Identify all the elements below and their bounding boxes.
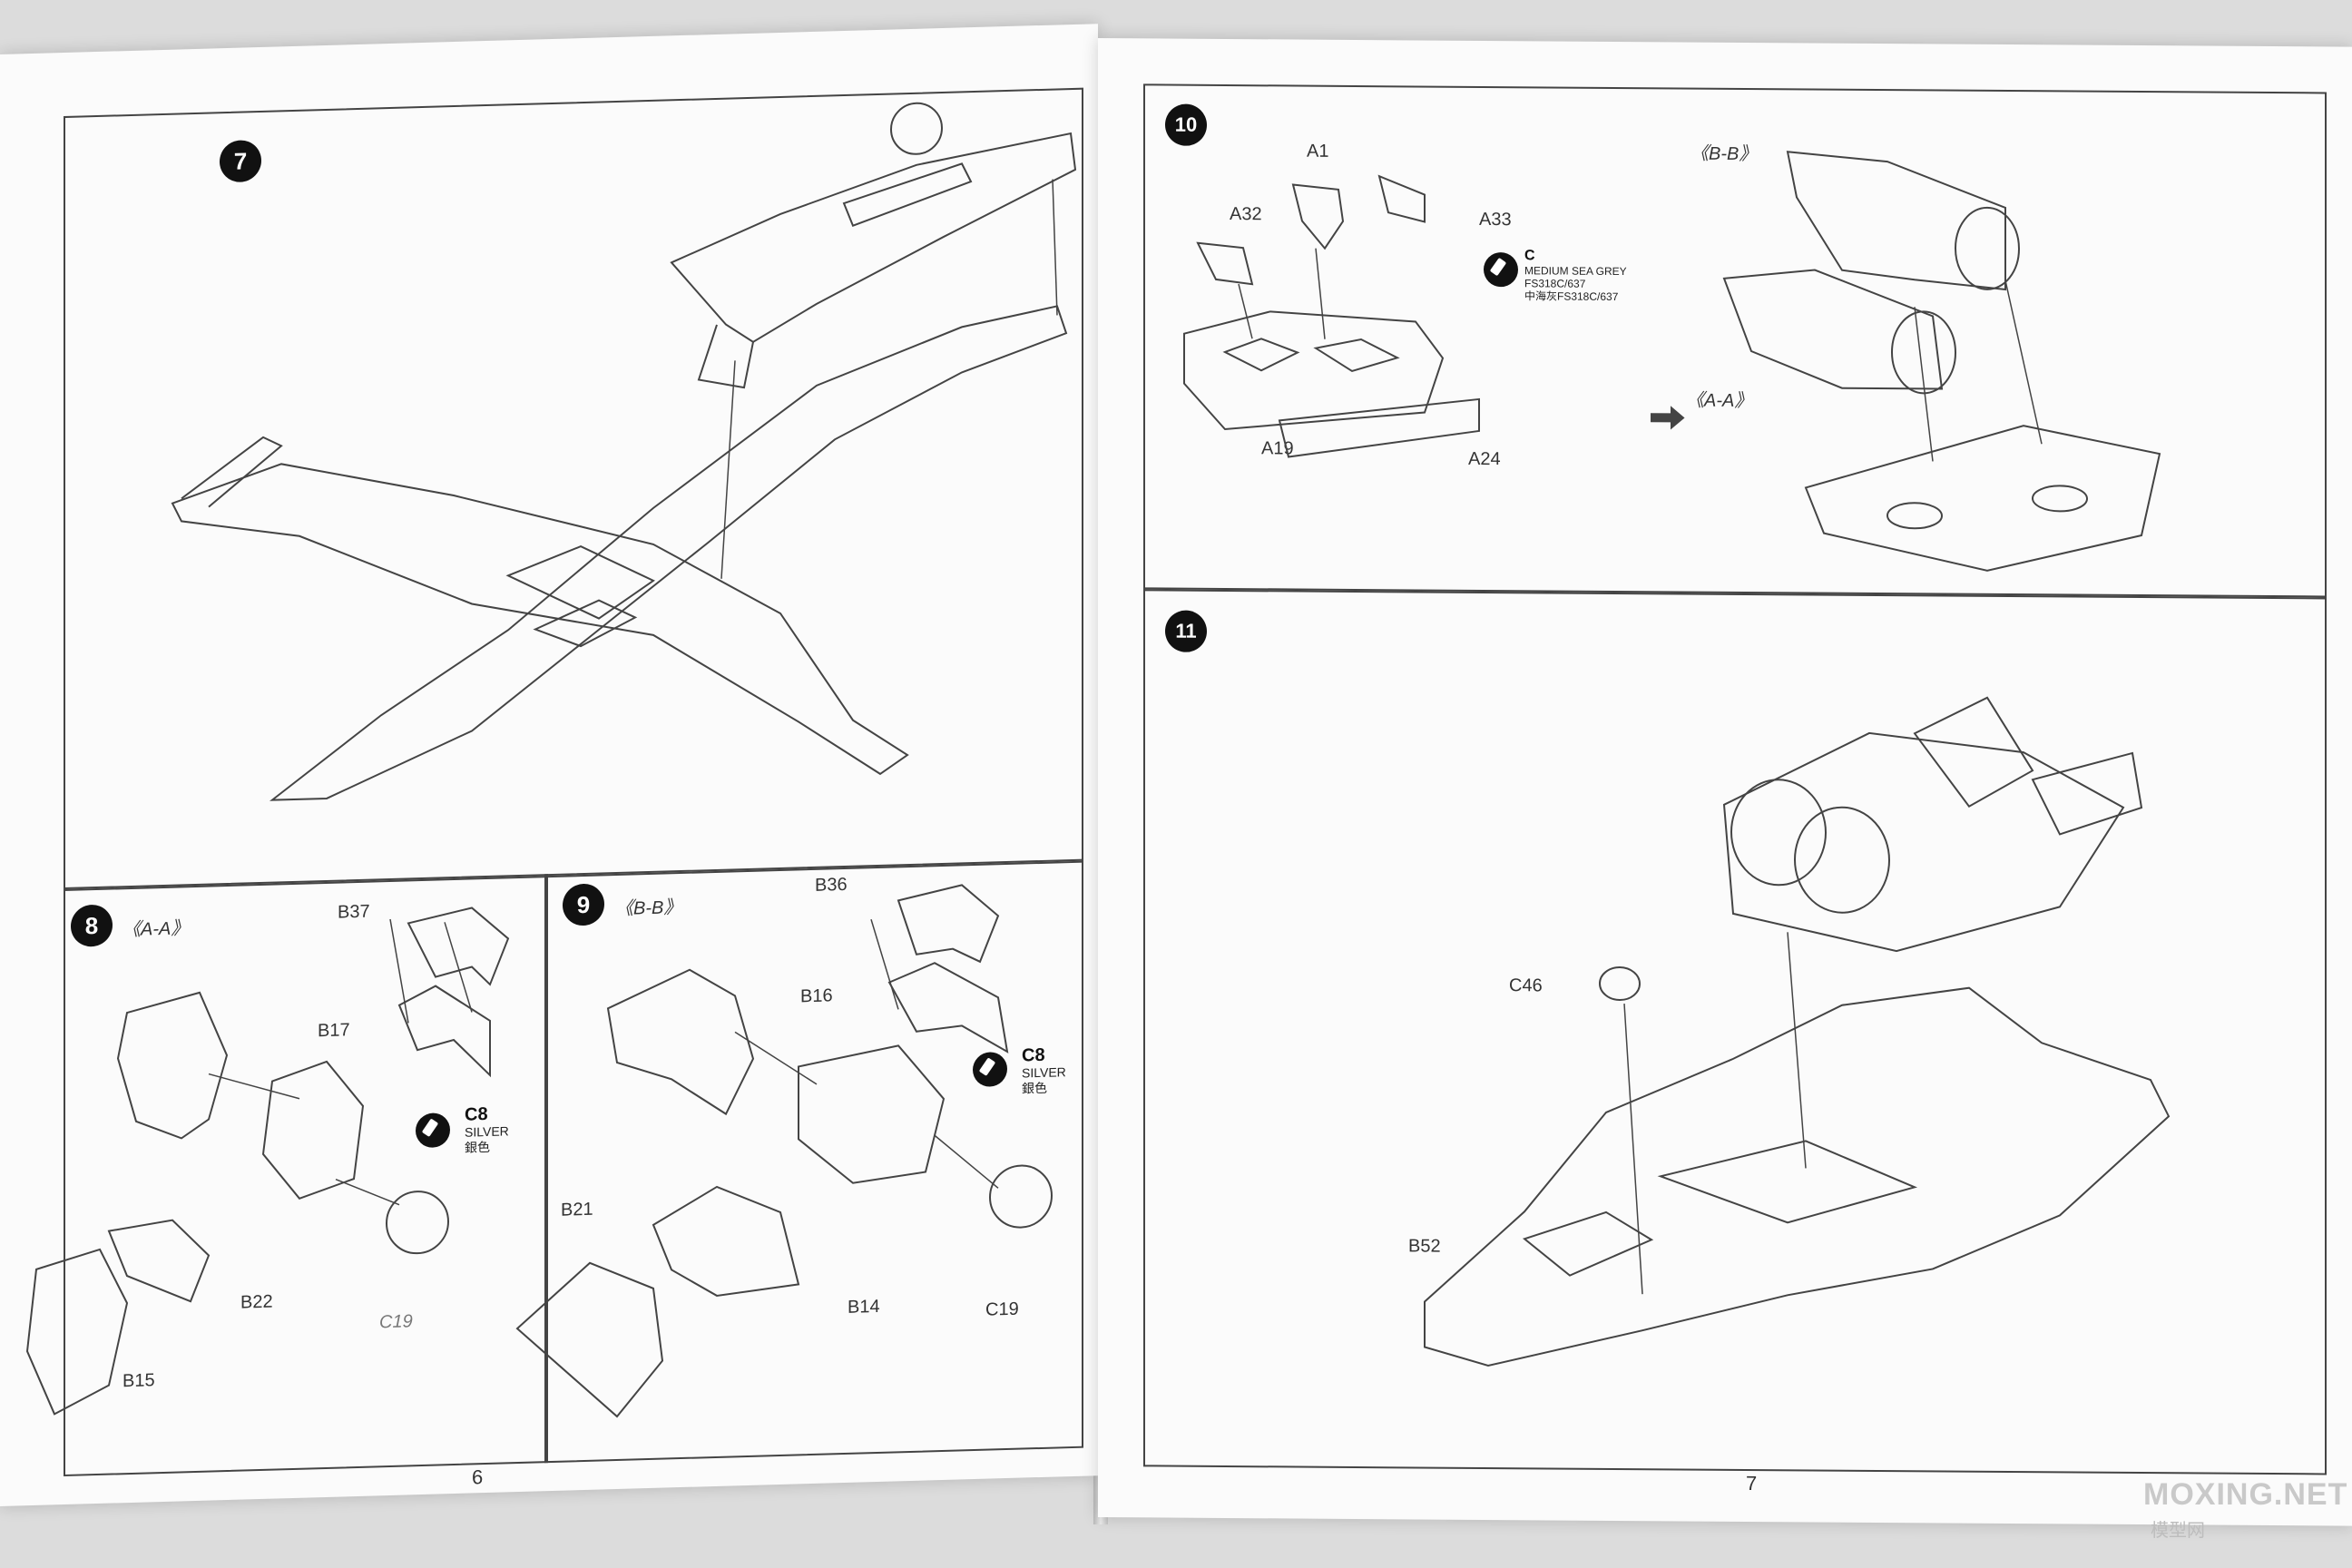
step-8-parts-drawing: [25, 906, 510, 1416]
step-10-parts-drawing: [1183, 151, 2161, 572]
watermark-subtext: 模型网: [2151, 1521, 2205, 1541]
step-11-parts-drawing: [1424, 696, 2171, 1367]
page-number-right: 7: [1746, 1471, 1758, 1495]
page-left: 7 8 《A-A》 B37 B17 B22 B15 C19 C8: [0, 24, 1098, 1506]
step-9-parts-drawing: [515, 884, 1053, 1418]
page-right: 10 A1 A32 A33 A19 A24 《B-B》 《A-A》 C MEDI…: [1098, 38, 2352, 1526]
watermark-text: MOXING.NET: [2143, 1477, 2348, 1512]
step-7-aircraft-drawing: [171, 102, 1077, 801]
page-number-left: 6: [472, 1465, 484, 1489]
